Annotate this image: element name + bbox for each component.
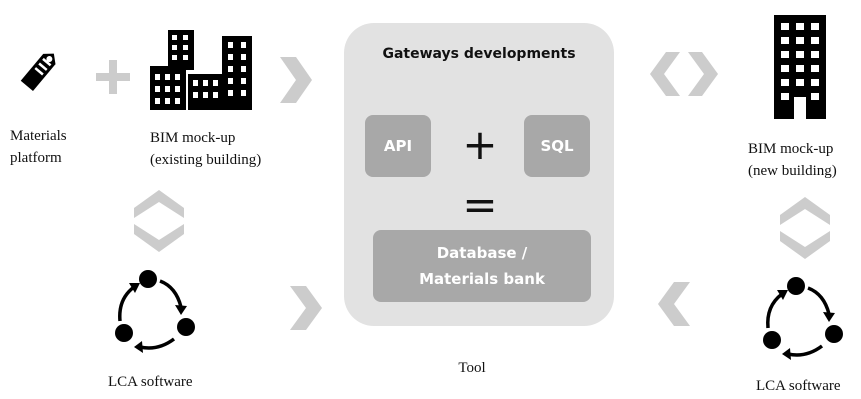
bim-existing-line2: (existing building) (150, 152, 262, 168)
building-icon (774, 15, 826, 119)
materials-platform-label: Materials platform (10, 125, 90, 169)
lca-left-label: LCA software (108, 374, 193, 390)
chevron-left-icon (658, 282, 690, 326)
api-box: API (365, 115, 431, 177)
bim-new-label: BIM mock-up (new building) (748, 138, 860, 182)
materials-platform-line2: platform (10, 150, 62, 166)
bim-existing-label: BIM mock-up (existing building) (150, 127, 320, 171)
materials-platform-line1: Materials (10, 128, 67, 144)
cycle-icon (115, 270, 195, 353)
database-label-line1: Database / (436, 244, 528, 262)
bim-new-line1: BIM mock-up (748, 141, 834, 157)
sql-box: SQL (524, 115, 590, 177)
up-down-double-chevron-icon (134, 190, 184, 252)
database-box: Database / Materials bank (373, 230, 591, 302)
lca-right-label: LCA software (756, 378, 841, 394)
cycle-icon (763, 277, 843, 360)
equals-operator: = (462, 180, 498, 229)
bim-existing-line1: BIM mock-up (150, 130, 236, 146)
plus-operator: + (462, 120, 498, 169)
chevron-right-icon (280, 57, 312, 103)
buildings-icon (150, 30, 252, 110)
chevron-right-icon (290, 286, 322, 330)
bim-new-line2: (new building) (748, 163, 837, 179)
tool-title: Gateways developments (382, 46, 576, 62)
plus-sign-icon (96, 60, 130, 94)
up-down-double-chevron-icon (780, 197, 830, 259)
tool-label: Tool (458, 360, 486, 376)
left-right-double-chevron-icon (650, 52, 718, 96)
database-label-line2: Materials bank (419, 270, 545, 288)
price-tag-icon (20, 53, 56, 91)
